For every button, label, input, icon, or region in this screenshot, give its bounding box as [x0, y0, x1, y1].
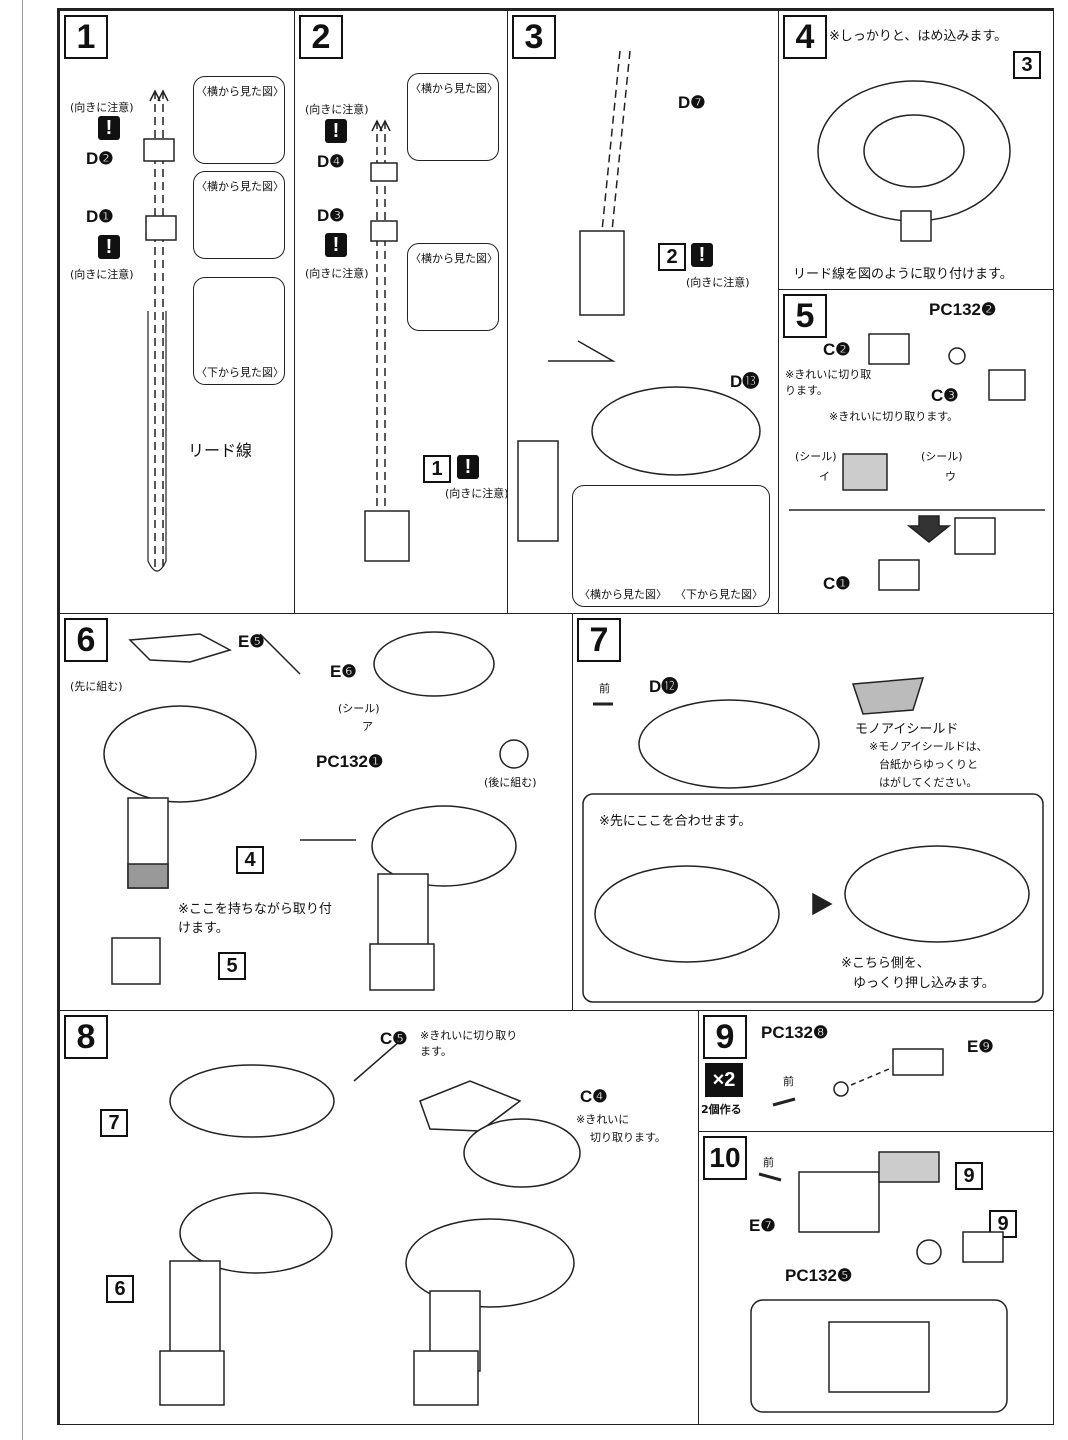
- part-d12-label: D⓬: [649, 677, 679, 696]
- seal-i: イ: [819, 470, 830, 483]
- side-view-bubble: 〈横から見た図〉: [193, 76, 285, 164]
- step-5-number: 5: [783, 294, 827, 338]
- step-2-number: 2: [299, 15, 343, 59]
- step-1-number: 1: [64, 15, 108, 59]
- part-d7-label: D❼: [678, 93, 706, 112]
- caution-icon: !: [325, 233, 347, 257]
- step-8-number: 8: [64, 1015, 108, 1059]
- ref-step-1: 1: [423, 455, 451, 483]
- part-d13-label: D⓭: [730, 372, 760, 391]
- step-4-caption: リード線を図のように取り付けます。: [793, 267, 1013, 282]
- part-pc132-8-label: PC132❽: [761, 1023, 829, 1042]
- step-2-illustration: [364, 119, 410, 562]
- ref-step-9a: 9: [955, 1162, 983, 1190]
- front-label: 前: [599, 682, 610, 695]
- caution-icon: !: [457, 455, 479, 479]
- bottom-view-bubble: 〈下から見た図〉: [193, 277, 285, 385]
- part-d4-label: D❹: [317, 152, 345, 171]
- step-4-note: ※しっかりと、はめ込みます。: [829, 29, 1008, 44]
- caution-icon: !: [98, 235, 120, 259]
- front-label: 前: [763, 1156, 774, 1169]
- instruction-sheet: 1 (向きに注意) ! D❷ D❶ ! (向きに注意) 〈横から見た図〉 〈横か…: [57, 8, 1054, 1425]
- step-9-number: 9: [703, 1015, 747, 1059]
- substep-2-note-a: ※こちら側を、: [841, 956, 930, 971]
- caution-icon: !: [98, 116, 120, 140]
- ref-step-6: 6: [106, 1275, 134, 1303]
- step-3-number: 3: [512, 15, 556, 59]
- step-10-number: 10: [703, 1136, 747, 1180]
- step-7-number: 7: [577, 618, 621, 662]
- step-10-panel: 10 前 E❼ 9 9 PC132❺: [698, 1131, 1054, 1425]
- part-e5-label: E❺: [238, 632, 265, 651]
- step-7-panel: 7 前 D⓬ モノアイシールド ※モノアイシールドは、 台紙からゆっくりと はが…: [572, 613, 1054, 1011]
- part-d2-label: D❷: [86, 149, 114, 168]
- step-8-panel: 8 7 6 C❺ ※きれいに切り取ります。 C❹ ※きれいに 切り取ります。: [59, 1010, 699, 1425]
- part-e9-label: E❾: [967, 1037, 994, 1056]
- ref-step-3: 3: [1013, 51, 1041, 79]
- ref-step-7: 7: [100, 1109, 128, 1137]
- page-edge-strip: [0, 0, 23, 1440]
- times-two-badge: ×2: [705, 1063, 743, 1097]
- step-2-panel: 2 (向きに注意) ! D❹ D❸ ! (向きに注意) 〈横から見た図〉 〈横か…: [294, 10, 508, 614]
- step-4-illustration: [817, 80, 1011, 242]
- step-7-illustration: [582, 677, 1044, 1003]
- part-e6-label: E❻: [330, 662, 357, 681]
- part-pc132-2-label: PC132❷: [929, 300, 997, 319]
- caution-icon: !: [691, 243, 713, 267]
- substep-2-note-b: ゆっくり押し込みます。: [853, 976, 995, 991]
- step-6-number: 6: [64, 618, 108, 662]
- step-8-illustration: [159, 1040, 581, 1406]
- ref-step-5: 5: [218, 952, 246, 980]
- detail-views-bubble: 〈横から見た図〉 〈下から見た図〉: [572, 485, 770, 607]
- part-c2-label: C❷: [823, 340, 851, 359]
- part-pc132-1-label: PC132❶: [316, 752, 384, 771]
- step-9-panel: 9 ×2 2個作る PC132❽ E❾ 前: [698, 1010, 1054, 1132]
- step-5-panel: 5 PC132❷ C❷ ※きれいに切り取ります。 C❸ ※きれいに切り取ります。…: [778, 289, 1054, 614]
- hold-note: ※ここを持ちながら取り付けます。: [178, 902, 332, 936]
- step-9-illustration: [772, 1048, 944, 1107]
- ref-step-4: 4: [236, 846, 264, 874]
- step-3-panel: 3 D❼ 2 ! (向きに注意) D⓭ 〈横から見た図〉 〈下から見た図〉: [507, 10, 779, 614]
- step-1-panel: 1 (向きに注意) ! D❷ D❶ ! (向きに注意) 〈横から見た図〉 〈横か…: [59, 10, 295, 614]
- side-view-bubble: 〈横から見た図〉: [407, 243, 499, 331]
- part-d3-label: D❸: [317, 206, 345, 225]
- seal-u: ウ: [945, 470, 956, 483]
- step-6-illustration: [103, 631, 529, 991]
- ref-step-2: 2: [658, 243, 686, 271]
- part-c4-label: C❹: [580, 1087, 608, 1106]
- seal-a: ア: [362, 720, 373, 733]
- front-label: 前: [783, 1075, 794, 1088]
- part-c5-label: C❺: [380, 1029, 408, 1048]
- step-3-illustration: [517, 50, 761, 542]
- part-pc132-5-label: PC132❺: [785, 1266, 853, 1285]
- step-10-illustration: [750, 1151, 1008, 1413]
- make-two-label: 2個作る: [701, 1103, 742, 1116]
- mono-eye-shield-label: モノアイシールド: [855, 722, 959, 737]
- part-d1-label: D❶: [86, 207, 114, 226]
- substep-1-note: ※先にここを合わせます。: [599, 814, 752, 829]
- step-5-illustration: [789, 333, 1045, 591]
- step-1-illustration: [143, 89, 177, 572]
- side-view-bubble: 〈横から見た図〉: [193, 171, 285, 259]
- side-view-bubble: 〈横から見た図〉: [407, 73, 499, 161]
- part-e7-label: E❼: [749, 1216, 776, 1235]
- lead-wire-label: リード線: [188, 443, 253, 460]
- step-4-number: 4: [783, 15, 827, 59]
- part-c3-label: C❸: [931, 386, 959, 405]
- caution-icon: !: [325, 119, 347, 143]
- step-4-panel: 4 ※しっかりと、はめ込みます。 3 リード線を図のように取り付けます。: [778, 10, 1054, 290]
- step-6-panel: 6 E❺ (先に組む) 4 ※ここを持ちながら取り付けます。 5 E❻ (シール: [59, 613, 573, 1011]
- part-c1-label: C❶: [823, 574, 851, 593]
